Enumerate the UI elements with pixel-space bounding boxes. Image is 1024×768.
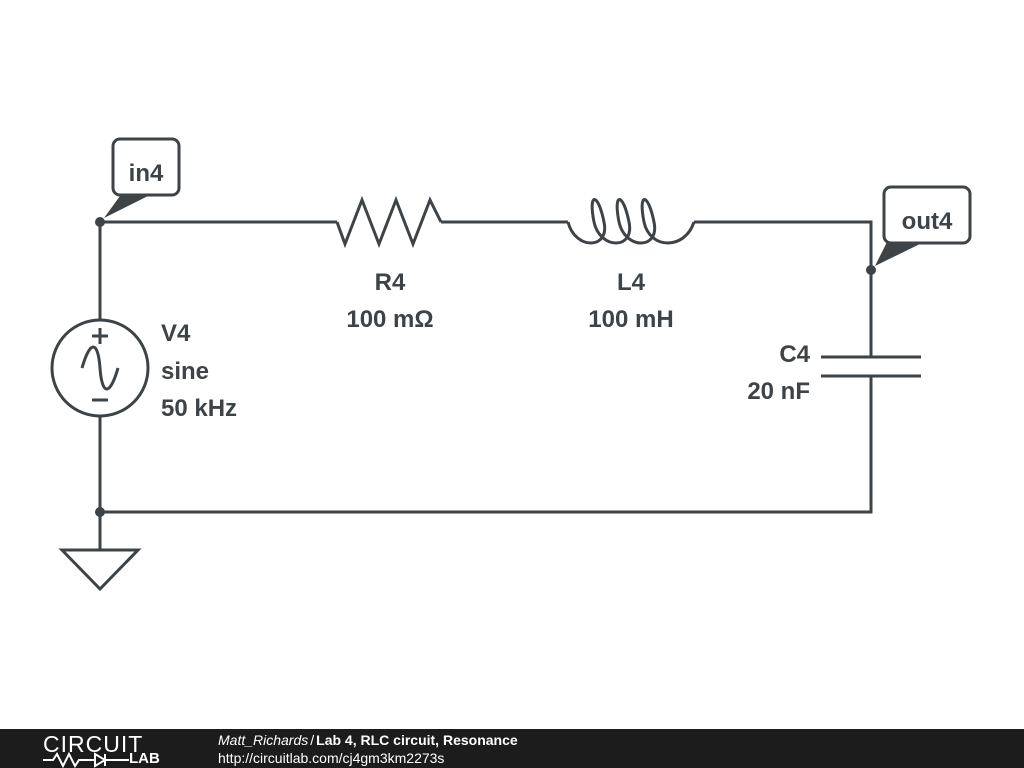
ground-icon	[58, 548, 142, 592]
node-label-out4[interactable]: out4	[875, 185, 972, 266]
node-label-in4[interactable]: in4	[104, 137, 181, 218]
inductor-name: L4	[617, 269, 646, 296]
junction-dot-in4	[95, 217, 105, 227]
footer-title-line: Matt_Richards/Lab 4, RLC circuit, Resona…	[218, 731, 518, 749]
logo-text-circuit: CIRCUIT	[43, 731, 144, 757]
label-box	[882, 185, 972, 245]
footer-bar: CIRCUIT LAB Matt_Richards/Lab 4, RLC cir…	[0, 729, 1024, 768]
inductor-value: 100 mH	[588, 306, 673, 333]
label-box	[111, 137, 181, 197]
source-circle	[50, 318, 150, 418]
resistor-r4: R4 100 mΩ	[335, 195, 443, 333]
resistor-name: R4	[375, 269, 406, 296]
resistor-symbol	[335, 195, 443, 249]
capacitor-name: C4	[779, 341, 810, 368]
inductor-l4: L4 100 mH	[566, 198, 696, 333]
circuitlab-logo[interactable]: CIRCUIT LAB	[43, 731, 178, 768]
source-value: 50 kHz	[161, 395, 237, 422]
label-pointer	[104, 196, 148, 218]
footer-info: Matt_Richards/Lab 4, RLC circuit, Resona…	[218, 731, 518, 767]
circuit-url[interactable]: http://circuitlab.com/cj4gm3km2273s	[218, 750, 445, 766]
sine-wave-icon	[80, 345, 120, 391]
circuit-title: Lab 4, RLC circuit, Resonance	[316, 732, 518, 748]
source-type: sine	[161, 358, 209, 385]
wires	[98, 220, 873, 550]
node-out4-text: out4	[902, 208, 953, 235]
capacitor-c4: C4 20 nF	[747, 341, 921, 405]
circuit-schematic: R4 100 mΩ L4 100 mH C4 20 nF V4 sine 50 …	[50, 137, 972, 592]
label-pointer	[875, 242, 924, 266]
resistor-diode-logo-icon	[43, 752, 129, 768]
voltage-source-v4: V4 sine 50 kHz	[50, 318, 237, 422]
wire-bottom	[100, 376, 873, 514]
wire-top-right	[694, 220, 873, 357]
capacitor-value: 20 nF	[747, 378, 810, 405]
inductor-symbol	[566, 198, 696, 245]
separator: /	[310, 732, 315, 748]
node-in4-text: in4	[129, 160, 164, 187]
junction-dot-ground	[95, 507, 105, 517]
junction-dot-out4	[866, 265, 876, 275]
resistor-value: 100 mΩ	[346, 306, 433, 333]
plus-icon	[92, 328, 108, 344]
author-link[interactable]: Matt_Richards	[218, 732, 309, 748]
source-name: V4	[161, 320, 191, 347]
logo-text-lab: LAB	[129, 750, 160, 767]
